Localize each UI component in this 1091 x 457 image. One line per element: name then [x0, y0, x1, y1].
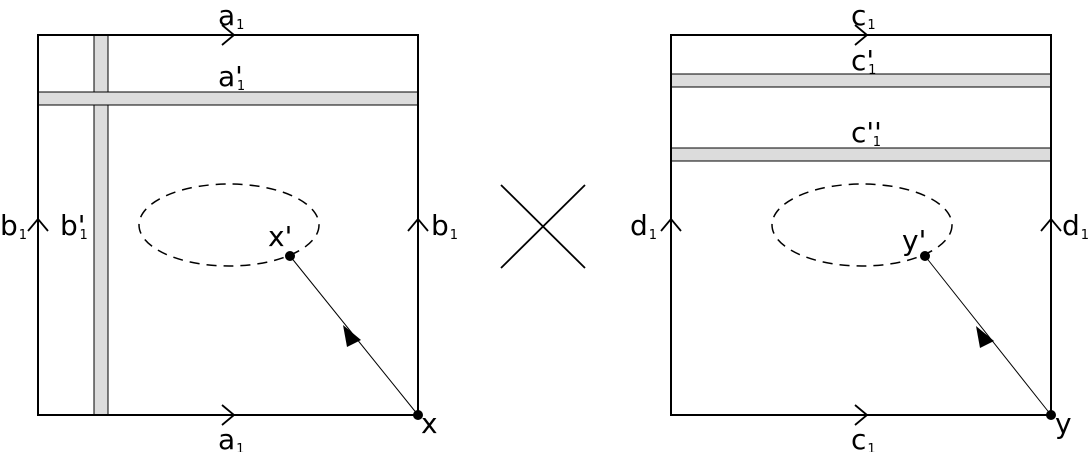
- left-right-edge-label: b1: [431, 209, 458, 243]
- left-left-arrow-icon: [27, 217, 49, 232]
- left-h-strip: [37, 91, 419, 106]
- left-dashed-loop: [138, 183, 320, 267]
- left-path-arrowhead-icon: [343, 325, 361, 347]
- left-top-label: a1: [218, 0, 244, 33]
- left-v-strip-label: b'1: [60, 209, 88, 243]
- left-inner-point-label: x': [268, 220, 292, 253]
- right-top-arrow-icon: [854, 24, 869, 46]
- right-dashed-loop: [771, 183, 953, 267]
- right-left-arrow-icon: [660, 217, 682, 232]
- left-inner-point: [285, 251, 295, 261]
- right-inner-point: [920, 251, 930, 261]
- left-bottom-arrow-icon: [221, 404, 236, 426]
- right-corner-point: [1046, 410, 1056, 420]
- right-strip-1-label: c'1: [851, 44, 876, 78]
- right-bottom-arrow-icon: [854, 404, 869, 426]
- right-bottom-label: c1: [851, 423, 876, 452]
- left-h-strip-label: a'1: [218, 60, 245, 94]
- times-icon: [500, 184, 586, 269]
- right-corner-point-label: y: [1055, 407, 1072, 440]
- right-left-edge-label: d1: [630, 209, 657, 243]
- right-right-arrow-icon: [1040, 217, 1062, 232]
- right-right-edge-label: d1: [1062, 209, 1089, 243]
- right-strip-2: [670, 147, 1052, 162]
- right-inner-point-label: y': [902, 224, 926, 257]
- left-left-edge-label: b1: [0, 209, 27, 243]
- right-path-arrowhead-icon: [976, 326, 994, 348]
- right-square: c1 c1 c'1 c''1 d1 d1 y' y: [630, 0, 1089, 457]
- left-bottom-label: a1: [218, 423, 244, 452]
- left-corner-point-label: x: [421, 407, 438, 440]
- left-right-arrow-icon: [407, 217, 429, 232]
- left-square: a1 a1 a'1 b1 b'1 b1 x' x: [0, 0, 458, 457]
- right-strip-2-label: c''1: [851, 116, 882, 150]
- left-square-border: [37, 34, 419, 416]
- left-top-arrow-icon: [221, 24, 236, 46]
- right-square-border: [670, 34, 1052, 416]
- right-path-line: [924, 255, 1052, 416]
- left-corner-point: [413, 410, 423, 420]
- right-top-label: c1: [851, 0, 876, 33]
